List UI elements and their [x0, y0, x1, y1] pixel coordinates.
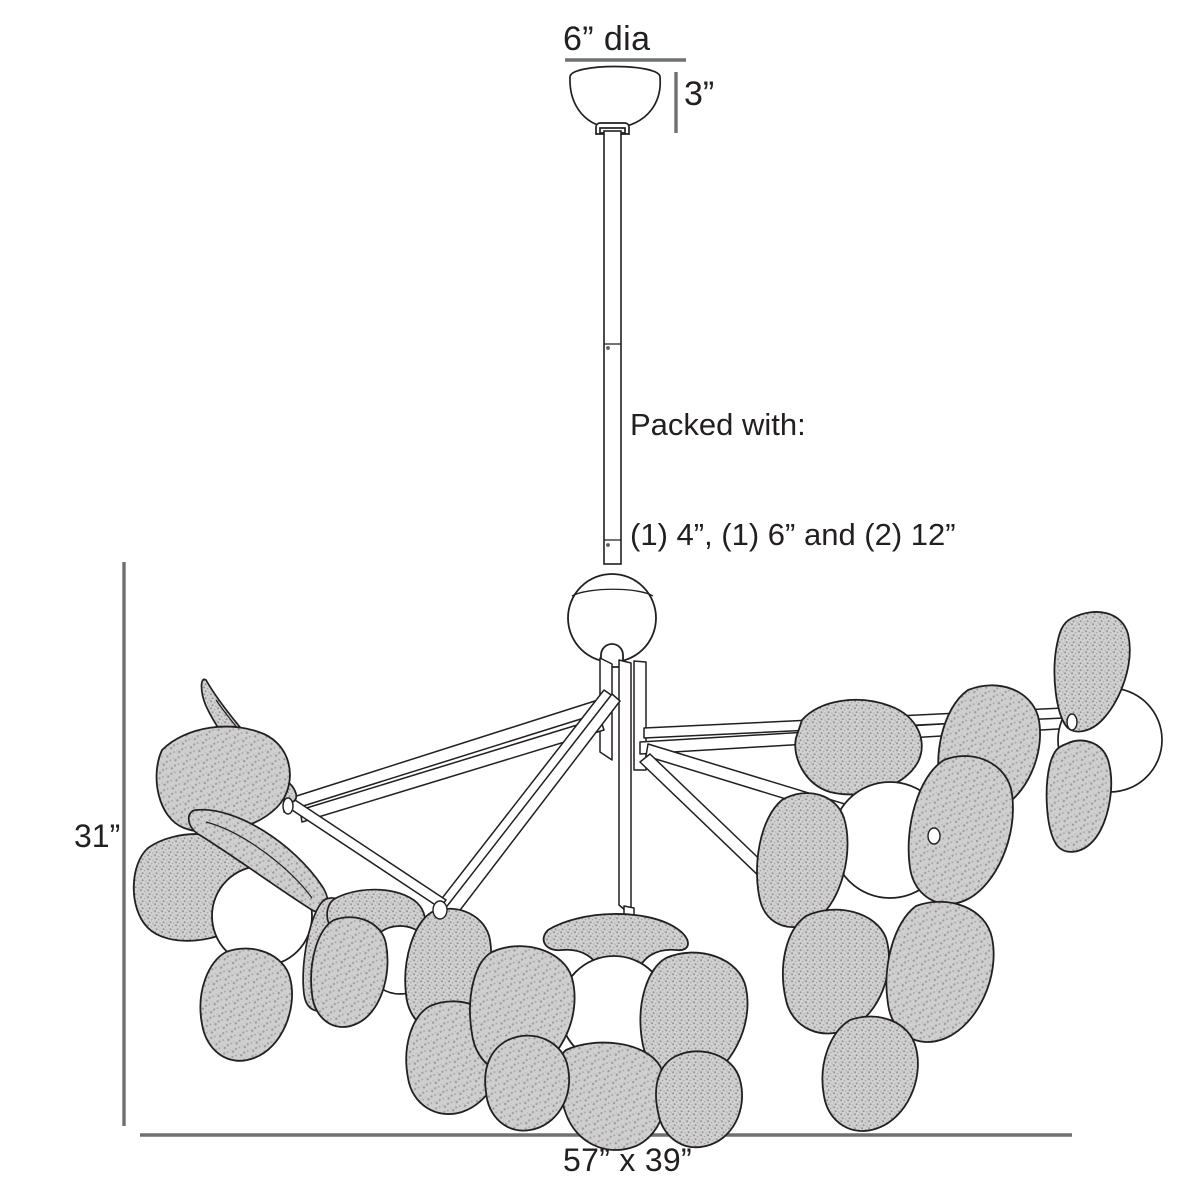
- canopy-diameter-label: 6” dia: [563, 20, 651, 58]
- canopy-height-label: 3”: [684, 75, 715, 113]
- leaf-right-right-petal: [907, 755, 1014, 905]
- fixture-height-label: 31”: [74, 818, 121, 854]
- leaf-far-right-lower: [1045, 739, 1113, 853]
- arm-left-lower: [299, 717, 605, 823]
- leaf-left-upper: [155, 725, 291, 834]
- downrod-stem: [603, 130, 622, 565]
- arm-stem-center-b: [618, 659, 632, 916]
- leaf-right-lower-left: [782, 908, 890, 1035]
- packed-with-note: Packed with: (1) 4”, (1) 6” and (2) 12”: [630, 334, 956, 627]
- leaf-left-arc-band: [187, 808, 329, 914]
- joint-right: [927, 827, 941, 845]
- leaf-right-left-petal: [756, 792, 849, 928]
- leaf-center-bottom-right: [655, 1050, 743, 1149]
- leaf-left-arc-inner: [205, 821, 313, 899]
- leaf-left-bottom: [199, 947, 293, 1062]
- leaf-right-lower-right: [885, 900, 995, 1043]
- downrod-screw-lower: [606, 543, 610, 547]
- packed-with-heading: Packed with:: [630, 407, 806, 443]
- center-sphere-hub: [567, 573, 657, 668]
- leaf-cluster-far-right: [1045, 611, 1163, 853]
- joint-left: [432, 900, 448, 920]
- fixture-width-label: 57” x 39”: [563, 1142, 692, 1178]
- leaf-right-bottom: [821, 1015, 919, 1132]
- leaf-center-left-drop: [484, 1034, 570, 1132]
- leaf-midleft-left: [310, 916, 389, 1028]
- leaf-cluster-mid-left: [310, 888, 504, 1115]
- ceiling-canopy-dome: [569, 65, 662, 129]
- hub-sphere-highlight: [571, 588, 654, 597]
- leaf-right-top-back: [794, 699, 923, 796]
- leaf-cluster-right: [756, 684, 1041, 1132]
- joint-far-left: [282, 797, 294, 815]
- downrod-screw-upper: [606, 346, 610, 350]
- joint-far-right: [1066, 713, 1078, 731]
- leaf-far-right-upper: [1053, 611, 1131, 733]
- packed-with-items: (1) 4”, (1) 6” and (2) 12”: [630, 516, 956, 552]
- leaf-cluster-bottom-center: [469, 913, 749, 1151]
- downrod-tube: [603, 130, 622, 565]
- canopy-assembly: [569, 65, 662, 135]
- arm-joints: [282, 713, 1078, 920]
